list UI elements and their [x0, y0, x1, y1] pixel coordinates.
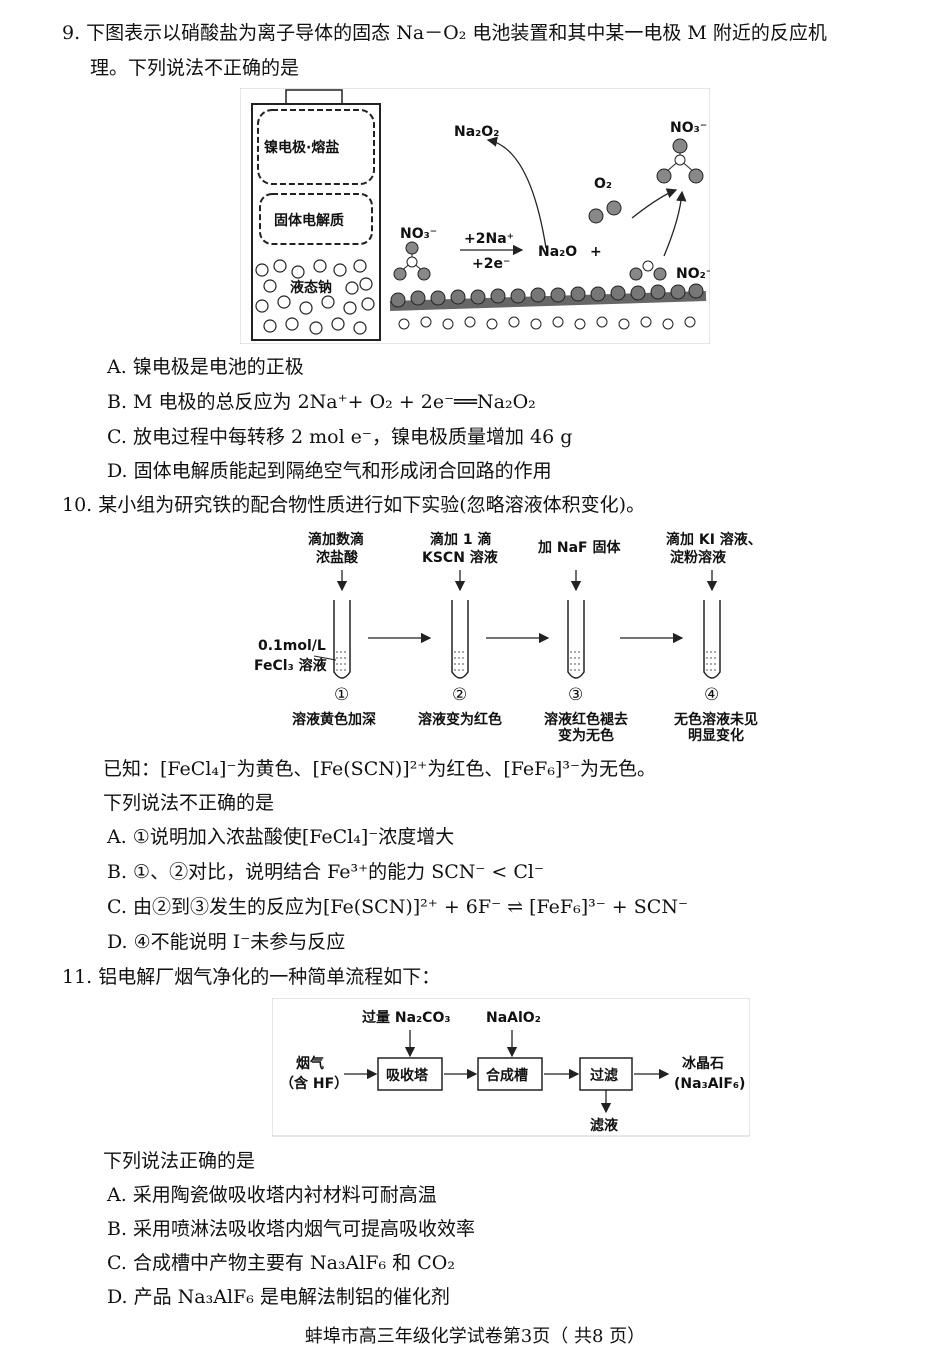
cryolite-formula: (Na₃AlF₆)	[674, 1076, 745, 1092]
test-tubes	[333, 600, 721, 679]
q9-stem-line2: 理。下列说法不正确的是	[90, 57, 300, 79]
q9-option-d: D. 固体电解质能起到隔绝空气和形成闭合回路的作用	[107, 460, 552, 482]
result-4-line1: 无色溶液未见	[673, 711, 758, 728]
q10-option-a: A. ①说明加入浓盐酸使[FeCl₄]⁻浓度增大	[107, 826, 455, 848]
q11-option-a: A. 采用陶瓷做吸收塔内衬材料可耐高温	[107, 1184, 437, 1206]
reagent-na2co3: 过量 Na₂CO₃	[362, 1009, 450, 1026]
tube-label-1: ①	[334, 685, 349, 705]
plus-2e-label: +2e⁻	[472, 256, 510, 272]
battery-terminal	[285, 89, 343, 105]
q9-option-b: B. M 电极的总反应为 2Na⁺+ O₂ + 2e⁻══Na₂O₂	[107, 391, 536, 413]
tube-label-2: ②	[452, 685, 467, 705]
result-4-line2: 明显变化	[688, 727, 744, 744]
arrow-to-na2o2	[486, 136, 547, 249]
start-concentration: 0.1mol/L	[258, 638, 326, 654]
step2-reagent-line2: KSCN 溶液	[422, 549, 499, 566]
result-3-line2: 变为无色	[558, 727, 614, 744]
na2o2-label: Na₂O₂	[454, 124, 499, 140]
filtration-label: 过滤	[590, 1067, 618, 1084]
q11-option-d: D. 产品 Na₃AlF₆ 是电解法制铝的催化剂	[107, 1286, 450, 1308]
step1-reagent-line2: 浓盐酸	[316, 549, 359, 566]
nickel-electrode-layer	[257, 109, 375, 185]
no2-molecule	[629, 260, 667, 281]
q10-option-b: B. ①、②对比，说明结合 Fe³⁺的能力 SCN⁻ < Cl⁻	[107, 861, 545, 883]
electrode-m-surface	[389, 283, 707, 330]
no3-left-label: NO₃⁻	[400, 226, 437, 242]
tube-label-3: ③	[568, 685, 583, 705]
plus-2na-label: +2Na⁺	[464, 231, 514, 247]
step4-reagent-line1: 滴加 KI 溶液、	[666, 531, 762, 548]
q9-stem-line1: 9. 下图表示以硝酸盐为离子导体的固态 Na－O₂ 电池装置和其中某一电极 M …	[62, 22, 827, 44]
step1-reagent-line1: 滴加数滴	[308, 531, 364, 548]
no3-molecule-left	[393, 241, 431, 281]
result-1: 溶液黄色加深	[292, 711, 376, 728]
arrow-to-no3	[631, 188, 678, 219]
q9-battery-figure: 镍电极·熔盐 固体电解质 液态钠 Na₂O₂ NO₃⁻ O₂ NO₃⁻ +2Na…	[240, 88, 710, 344]
step2-reagent-line1: 滴加 1 滴	[430, 531, 492, 548]
liquid-sodium-particles	[255, 259, 375, 335]
no3-molecule-top	[656, 138, 704, 184]
absorption-tower-box	[377, 1057, 443, 1091]
o2-label: O₂	[594, 176, 612, 192]
page-footer: 蚌埠市高三年级化学试卷第3页（ 共8 页）	[304, 1326, 646, 1347]
q10-option-c: C. 由②到③发生的反应为[Fe(SCN)]²⁺ + 6F⁻ ⇌ [FeF₆]³…	[107, 896, 688, 918]
filtrate-label: 滤液	[590, 1117, 619, 1134]
flue-gas-hf-label: （含 HF）	[280, 1075, 348, 1092]
reagent-naalo2: NaAlO₂	[486, 1010, 541, 1026]
start-solution: FeCl₃ 溶液	[254, 657, 328, 674]
no3-top-label: NO₃⁻	[670, 120, 707, 136]
step3-reagent: 加 NaF 固体	[537, 539, 621, 556]
q10-experiment-figure: 滴加数滴 浓盐酸 滴加 1 滴 KSCN 溶液 加 NaF 固体 滴加 KI 溶…	[254, 531, 762, 744]
q10-known-info: 已知：[FeCl₄]⁻为黄色、[Fe(SCN)]²⁺为红色、[FeF₆]³⁻为无…	[103, 758, 656, 780]
result-3-line1: 溶液红色褪去	[544, 711, 628, 728]
q9-option-c: C. 放电过程中每转移 2 mol e⁻，镍电极质量增加 46 g	[107, 426, 573, 448]
cryolite-label: 冰晶石	[682, 1055, 724, 1072]
flue-gas-label: 烟气	[296, 1055, 324, 1072]
q10-stem-line2: 下列说法不正确的是	[103, 792, 275, 814]
tube-label-4: ④	[704, 685, 719, 705]
q11-stem-line2: 下列说法正确的是	[103, 1150, 256, 1172]
q10-option-d: D. ④不能说明 I⁻未参与反应	[107, 931, 346, 953]
result-2: 溶液变为红色	[418, 711, 502, 728]
synthesis-tank-label: 合成槽	[486, 1067, 528, 1084]
q11-flowchart: 烟气 （含 HF） 过量 Na₂CO₃ NaAlO₂ 吸收塔 合成槽 过滤 滤液…	[272, 998, 750, 1137]
absorption-tower-label: 吸收塔	[386, 1067, 429, 1084]
solid-electrolyte-layer	[259, 193, 373, 245]
liquid-sodium-label: 液态钠	[290, 279, 332, 296]
synthesis-tank-box	[477, 1057, 543, 1091]
q9-option-a: A. 镍电极是电池的正极	[107, 356, 304, 378]
filtration-box	[579, 1057, 633, 1091]
nickel-electrode-label: 镍电极·熔盐	[264, 139, 339, 156]
plus-label: +	[590, 244, 602, 260]
solid-electrolyte-label: 固体电解质	[274, 212, 344, 229]
step4-reagent-line2: 淀粉溶液	[670, 549, 727, 566]
q11-option-b: B. 采用喷淋法吸收塔内烟气可提高吸收效率	[107, 1218, 476, 1240]
q11-stem-line1: 11. 铝电解厂烟气净化的一种简单流程如下：	[62, 966, 441, 988]
o2-molecule	[588, 200, 622, 224]
q11-option-c: C. 合成槽中产物主要有 Na₃AlF₆ 和 CO₂	[107, 1252, 455, 1274]
q10-stem-line1: 10. 某小组为研究铁的配合物性质进行如下实验(忽略溶液体积变化)。	[62, 494, 646, 516]
arrow-from-no2	[663, 190, 687, 257]
na2o-label: Na₂O	[538, 244, 577, 260]
no2-label: NO₂⁻	[676, 266, 710, 282]
